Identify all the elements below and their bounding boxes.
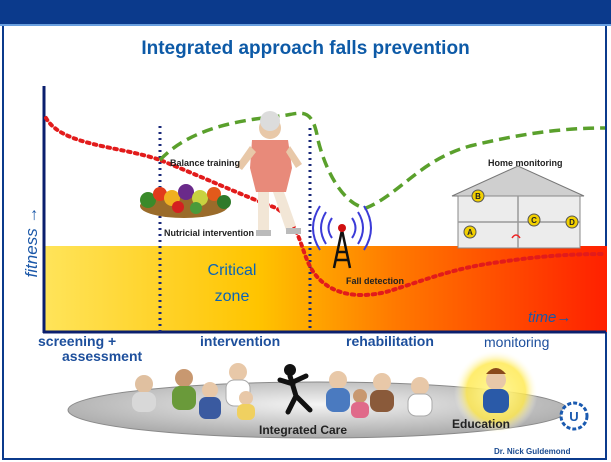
house-marker-label: B: [475, 192, 481, 201]
teacher-figure: [483, 368, 509, 413]
person-figure: [407, 377, 433, 417]
nutrition-intervention-label: Nutricial intervention: [164, 228, 255, 238]
house-marker-label: D: [569, 218, 575, 227]
fitness-curve-red: [44, 116, 607, 297]
author-credit: Dr. Nick Guldemond: [494, 447, 571, 456]
phase-screening-line1: screening +: [38, 333, 117, 349]
antenna-icon: [312, 205, 372, 269]
x-axis-label: time→: [528, 309, 572, 326]
critical-zone-line2: zone: [214, 288, 250, 305]
care-people-group: [132, 363, 433, 420]
phase-rehabilitation: rehabilitation: [346, 333, 434, 349]
house-markers: B C A D: [463, 189, 579, 239]
slide-title: Integrated approach falls prevention: [141, 38, 470, 59]
slide-frame: [2, 26, 607, 460]
person-figure: [172, 369, 196, 410]
header-bar: [0, 0, 611, 24]
person-figure: [351, 389, 369, 418]
person-figure: [370, 373, 394, 412]
home-monitoring-label: Home monitoring: [488, 158, 563, 168]
phase-screening-line2: assessment: [62, 348, 143, 364]
person-figure: [326, 371, 350, 412]
critical-zone-band: [44, 246, 607, 332]
education-label: Education: [452, 417, 511, 431]
y-axis-label: fitness →: [22, 206, 41, 278]
elderly-woman-image: [236, 111, 302, 236]
person-figure: [237, 391, 255, 420]
person-figure: [199, 382, 221, 419]
house-marker-label: A: [467, 228, 473, 237]
header-accent-line: [0, 24, 611, 26]
falling-person-icon: [277, 364, 313, 415]
vegetables-image: [140, 184, 231, 218]
house-marker-label: C: [531, 216, 537, 225]
house-image: [451, 165, 585, 249]
phase-intervention: intervention: [200, 333, 281, 349]
fall-detection-label: Fall detection: [346, 276, 405, 286]
person-figure: [132, 375, 156, 412]
fitness-curve-green: [158, 111, 606, 210]
balance-training-label: Balance training: [170, 158, 241, 168]
phase-monitoring: monitoring: [484, 334, 550, 350]
integrated-care-label: Integrated Care: [259, 423, 348, 437]
logo-letter: U: [569, 409, 578, 424]
university-logo: U: [559, 401, 589, 431]
critical-zone-line1: Critical: [207, 262, 257, 279]
